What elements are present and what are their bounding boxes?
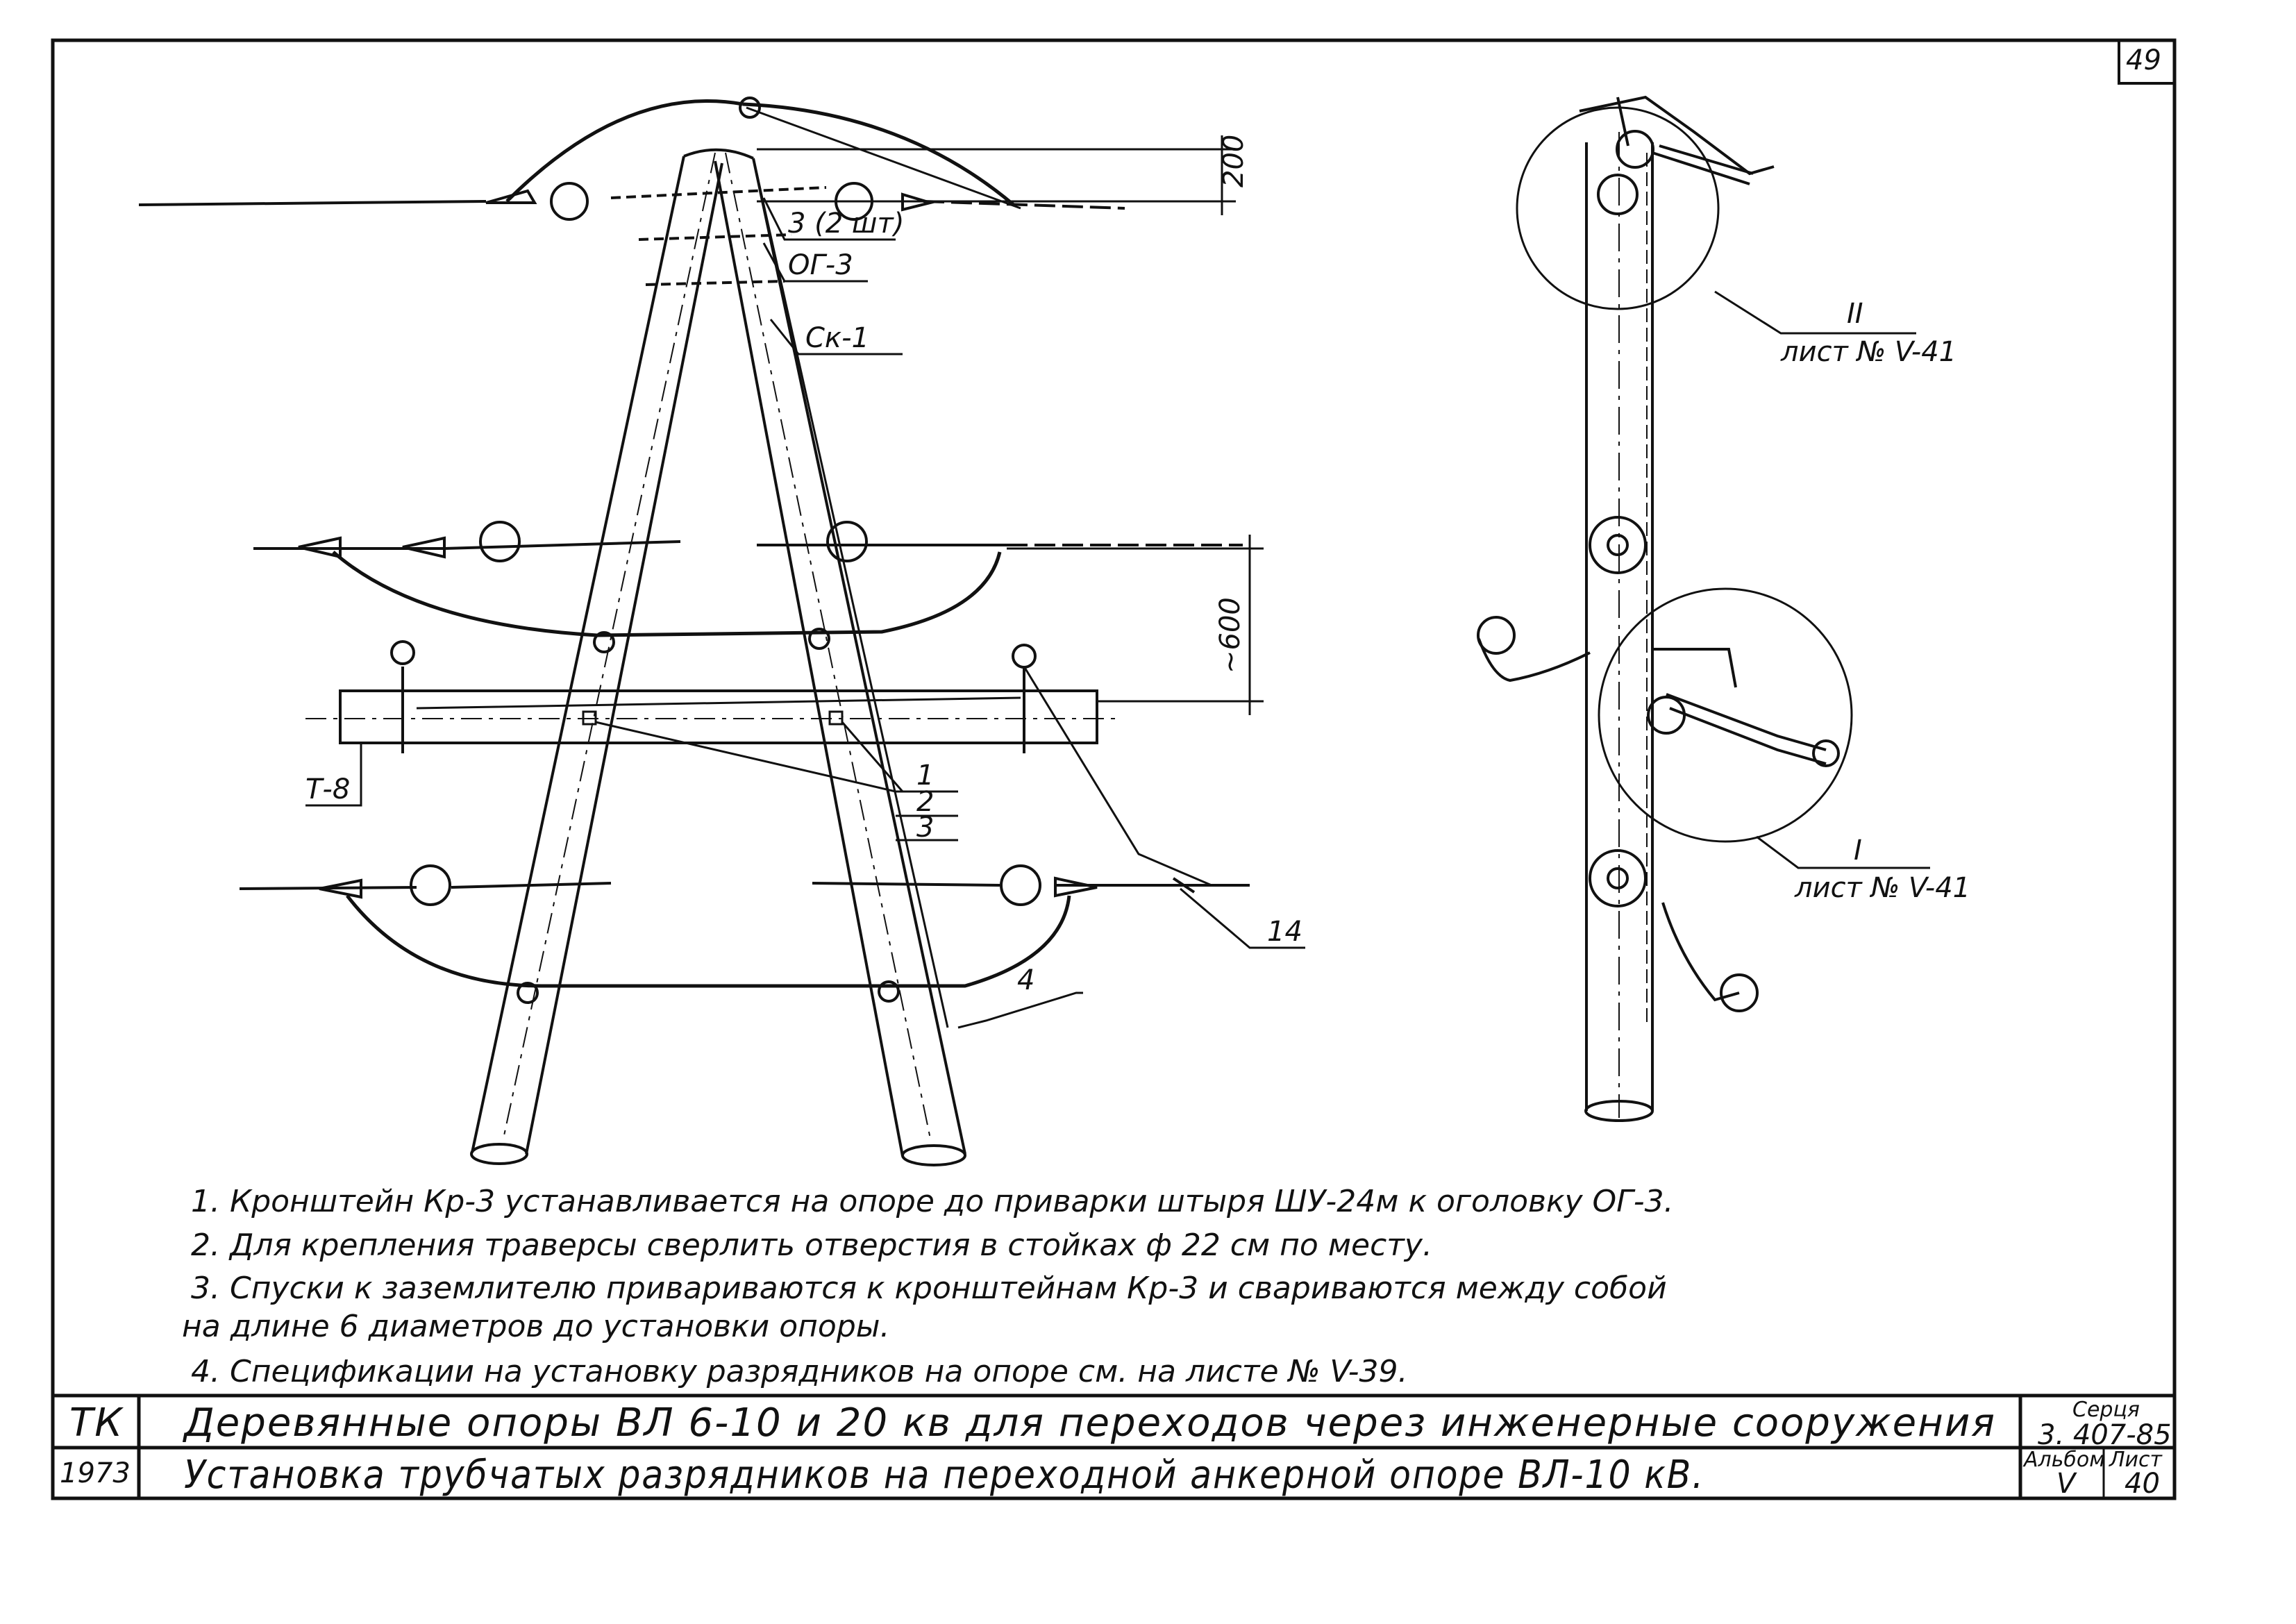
dimension-200-label: 200	[1218, 135, 1250, 187]
callout-14: 14	[1267, 916, 1302, 948]
callout-14-leader	[1180, 887, 1305, 949]
series-value: 3. 407-85	[2038, 1419, 2172, 1451]
note-3-cont: на длине 6 диаметров до установки опоры.	[182, 1309, 890, 1344]
title-year: 1973	[60, 1457, 131, 1489]
side-view-arresters	[1477, 616, 1840, 1012]
detail-circle-ii	[1516, 106, 1720, 310]
notes-block: 1. Кронштейн Кр-3 устанавливается на опо…	[182, 1184, 1674, 1389]
title-main: Деревянные опоры ВЛ 6-10 и 20 кв для пер…	[182, 1400, 1996, 1446]
view-ii-label: II	[1847, 298, 1863, 330]
a-frame-pole	[470, 148, 966, 1166]
sheet-label: Лист	[2109, 1448, 2163, 1472]
title-block	[53, 1393, 2175, 1498]
title-sub: Установка трубчатых разрядников на перех…	[184, 1453, 1704, 1498]
note-3: 3. Спуски к заземлителю привариваются к …	[191, 1271, 1667, 1306]
callout-og3: ОГ-3	[788, 249, 853, 281]
note-4: 4. Спецификации на установку разрядников…	[191, 1354, 1407, 1389]
detail-i-leader	[1756, 835, 1930, 869]
view-i-label: I	[1854, 835, 1862, 867]
sheet-value: 40	[2125, 1468, 2160, 1500]
side-view-top-fittings	[1579, 95, 1775, 185]
crossarm-t8	[305, 640, 1212, 887]
callout-part-3: 3 (2 шт)	[788, 208, 904, 240]
callout-3b: 3	[916, 812, 934, 844]
callout-2: 2	[916, 786, 934, 818]
callout-1: 1	[916, 760, 934, 792]
top-callouts	[762, 197, 903, 355]
callout-4: 4	[1017, 964, 1034, 996]
view-i-ref: лист № V-41	[1794, 872, 1970, 904]
note-1: 1. Кронштейн Кр-3 устанавливается на опо…	[191, 1184, 1674, 1219]
top-bolts	[610, 186, 827, 286]
dimension-200	[757, 135, 1236, 215]
page-number: 49	[2126, 44, 2161, 76]
dimension-600-label: ~600	[1214, 597, 1246, 673]
callout-ck1: Ск-1	[805, 322, 869, 354]
dimension-600	[1007, 535, 1264, 715]
callout-123	[582, 710, 958, 842]
note-2: 2. Для крепления траверсы сверлить отвер…	[191, 1228, 1432, 1263]
detail-ii-leader	[1714, 290, 1916, 335]
callout-4-leader	[957, 991, 1083, 1029]
detail-circle-i	[1598, 587, 1853, 843]
view-ii-ref: лист № V-41	[1780, 336, 1956, 368]
title-org: ТК	[69, 1400, 124, 1446]
album-value: V	[2056, 1468, 2077, 1500]
bottom-wire-span	[239, 864, 1250, 1004]
middle-wire-span	[253, 521, 1243, 653]
album-label: Альбом	[2022, 1448, 2105, 1472]
sheet-border	[51, 38, 2177, 1500]
callout-t8-leader	[305, 743, 362, 807]
page-number-box	[2118, 40, 2175, 85]
series-label: Серця	[2072, 1398, 2140, 1422]
callout-t8: Т-8	[305, 773, 350, 805]
